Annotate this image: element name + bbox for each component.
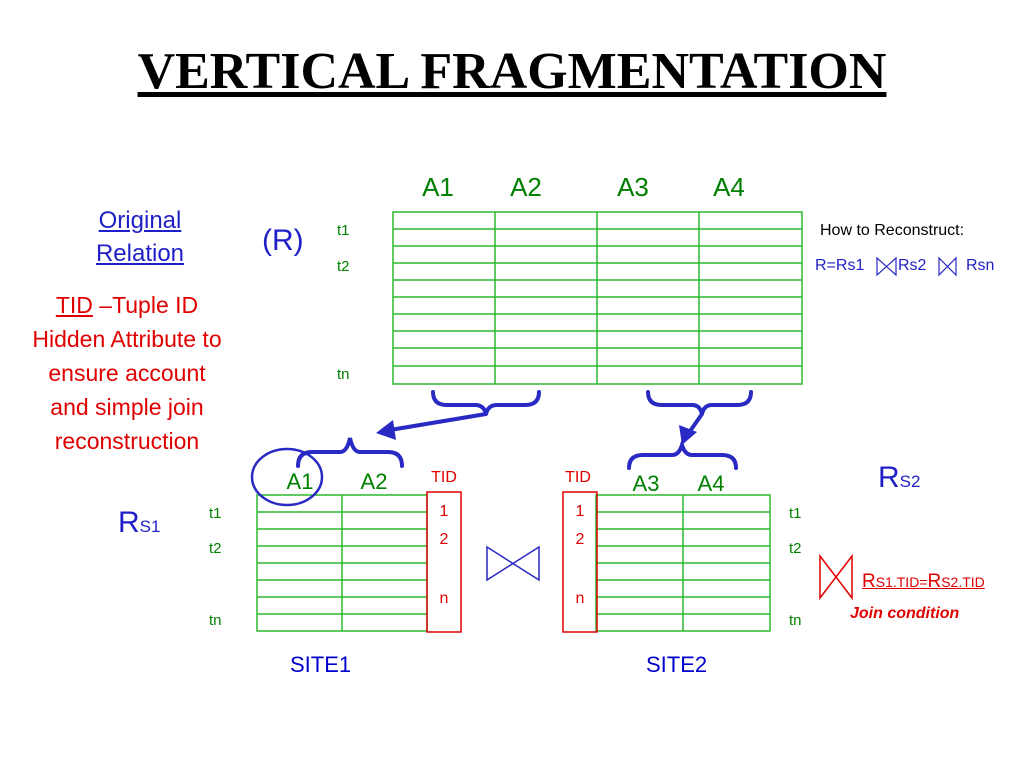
brace-r-right — [646, 390, 753, 415]
fragment-1-row-t2: t2 — [209, 540, 222, 557]
fragment-2-row-t1: t1 — [789, 505, 802, 522]
relation-r-row-t1: t1 — [337, 222, 350, 239]
fragment-2-tid-1: 1 — [575, 503, 585, 520]
fragment-1-attr-a2: A2 — [360, 469, 388, 494]
fragment-1-row-t1: t1 — [209, 505, 222, 522]
tid-explanation: TID –Tuple ID Hidden Attribute to ensure… — [32, 292, 222, 454]
join-formula-icon-2 — [938, 256, 957, 277]
fragment-2-tid-2: 2 — [575, 531, 585, 548]
fragment-2-attr-a4: A4 — [697, 471, 725, 496]
relation-r-attr-a1: A1 — [422, 172, 454, 202]
fragment-1-tid-header: TID — [431, 469, 457, 486]
fragment-1-name: RS1 — [118, 506, 161, 539]
join-formula-icon-1 — [876, 256, 897, 277]
fragment-2-name: RS2 — [878, 461, 921, 494]
relation-r-attr-a3: A3 — [617, 172, 649, 202]
brace-r-left — [431, 390, 541, 415]
fragment-2-attr-a3: A3 — [632, 471, 660, 496]
a1-highlight-circle — [250, 447, 324, 507]
reconstruct-formula-rs2: Rs2 — [898, 257, 927, 274]
brace-frag-1 — [296, 437, 404, 468]
original-relation-label: Original Relation — [95, 207, 185, 267]
fragment-2-tid-n: n — [575, 590, 585, 607]
arrowhead-fragment-2 — [679, 425, 697, 445]
reconstruct-heading: How to Reconstruct: — [820, 222, 965, 239]
arrow-to-fragment-1 — [382, 412, 488, 433]
arrowhead-fragment-1 — [376, 420, 396, 440]
site-2-label: SITE2 — [646, 652, 708, 677]
fragment-1-table — [256, 494, 428, 632]
fragment-1-tid-column — [426, 491, 462, 633]
tid-term: TID — [55, 292, 93, 318]
brace-frag-2 — [627, 438, 738, 470]
relation-r-row-t2: t2 — [337, 258, 350, 275]
join-condition-formula: RS1.TID=RS2.TID — [862, 571, 985, 592]
fragment-1-tid-n: n — [439, 590, 449, 607]
relation-r-attr-a4: A4 — [713, 172, 745, 202]
relation-r-table — [392, 211, 803, 385]
reconstruct-formula-r: R=Rs1 — [815, 257, 865, 274]
join-condition-icon — [819, 553, 853, 601]
fragment-1-attr-a1: A1 — [286, 469, 314, 494]
join-condition-caption: Join condition — [850, 605, 960, 622]
reconstruct-formula-rsn: Rsn — [966, 257, 995, 274]
fragment-1-row-tn: tn — [209, 612, 222, 629]
fragment-2-tid-header: TID — [565, 469, 591, 486]
fragment-2-row-t2: t2 — [789, 540, 802, 557]
site-1-label: SITE1 — [290, 652, 352, 677]
fragment-2-table — [595, 494, 771, 632]
relation-r-label: (R) — [262, 224, 304, 257]
relation-r-attr-a2: A2 — [510, 172, 542, 202]
fragment-1-tid-1: 1 — [439, 503, 449, 520]
join-symbol-icon — [486, 545, 540, 582]
fragment-2-tid-column — [562, 491, 598, 633]
relation-r-row-tn: tn — [337, 366, 350, 383]
fragment-2-row-tn: tn — [789, 612, 802, 629]
page-title: VERTICAL FRAGMENTATION — [137, 43, 887, 100]
fragment-1-tid-2: 2 — [439, 531, 449, 548]
